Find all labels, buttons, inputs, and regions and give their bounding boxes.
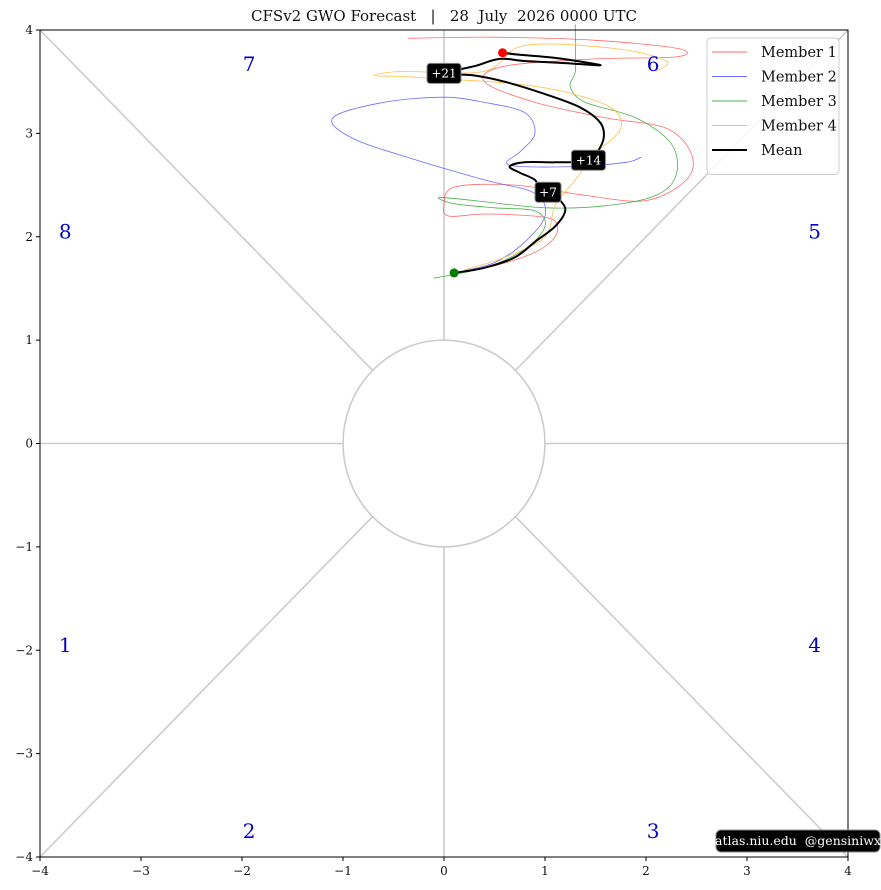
- legend-box: [706, 37, 840, 175]
- phase-label-6: 6: [647, 52, 660, 76]
- credit-badge: atlas.niu.edu @gensiniwx: [715, 829, 881, 853]
- x-tick-label: 4: [844, 864, 852, 878]
- axis-ticks: −4 −3 −2 −1 0 1 2 3 4 −4 −3 −2 −1 0 1 2 3 4: [15, 23, 852, 878]
- credit-text: atlas.niu.edu @gensiniwx: [715, 833, 881, 848]
- y-tick-label: 2: [25, 230, 33, 244]
- y-tick-label: 1: [25, 333, 33, 347]
- phase-labels: 1 2 3 4 5 6 7 8: [59, 52, 821, 843]
- phase-label-8: 8: [59, 220, 72, 244]
- x-tick-label: 2: [642, 864, 650, 878]
- y-tick-label: −1: [15, 540, 33, 554]
- y-tick-label: 4: [25, 23, 33, 37]
- phase-label-2: 2: [243, 819, 256, 843]
- x-tick-label: −1: [334, 864, 352, 878]
- y-tick-label: −2: [15, 643, 33, 657]
- x-tick-label: 0: [440, 864, 448, 878]
- y-tick-label: 0: [25, 437, 33, 451]
- phase-divider-line: [39, 516, 374, 858]
- chart-title: CFSv2 GWO Forecast | 28 July 2026 0000 U…: [251, 7, 637, 25]
- phase-label-1: 1: [59, 633, 72, 657]
- phase-divider-line: [39, 29, 374, 371]
- phase-label-3: 3: [647, 819, 660, 843]
- x-tick-label: −2: [233, 864, 251, 878]
- series-line-member-1: [408, 36, 694, 274]
- day-marker: +14: [570, 149, 606, 171]
- day-marker: +7: [534, 181, 562, 203]
- credit-box: [715, 829, 881, 853]
- phase-divider-line: [514, 516, 849, 858]
- y-tick-label: −3: [15, 747, 33, 761]
- phase-label-5: 5: [808, 220, 821, 244]
- series-layer: +7 +14 +21: [331, 24, 694, 279]
- legend-label: Member 3: [761, 94, 837, 110]
- series-line-member-4: [372, 43, 669, 271]
- phase-label-4: 4: [808, 633, 821, 657]
- day-marker-label: +7: [539, 185, 557, 199]
- mean-start-point: [449, 268, 459, 278]
- y-tick-label: −4: [15, 850, 33, 864]
- mean-end-point: [498, 48, 508, 58]
- x-tick-label: −3: [132, 864, 150, 878]
- day-marker-box: [534, 181, 562, 203]
- day-marker-box: [426, 62, 462, 84]
- legend-label: Member 2: [761, 70, 837, 86]
- series-line-member-3: [433, 24, 678, 279]
- y-tick-label: 3: [25, 126, 33, 140]
- legend-label: Member 4: [761, 119, 837, 135]
- x-tick-label: 1: [541, 864, 549, 878]
- x-tick-label: −4: [31, 864, 49, 878]
- unit-circle: [342, 339, 546, 548]
- phase-label-7: 7: [243, 52, 256, 76]
- legend-label: Mean: [761, 143, 802, 159]
- series-line-member-2: [331, 96, 642, 274]
- day-marker: +21: [426, 62, 462, 84]
- legend-label: Member 1: [761, 45, 837, 61]
- legend: Member 1 Member 2 Member 3 Member 4 Mean: [706, 37, 840, 175]
- day-marker-label: +14: [576, 153, 602, 167]
- x-tick-label: 3: [743, 864, 751, 878]
- day-marker-label: +21: [431, 66, 456, 80]
- day-marker-box: [570, 149, 606, 171]
